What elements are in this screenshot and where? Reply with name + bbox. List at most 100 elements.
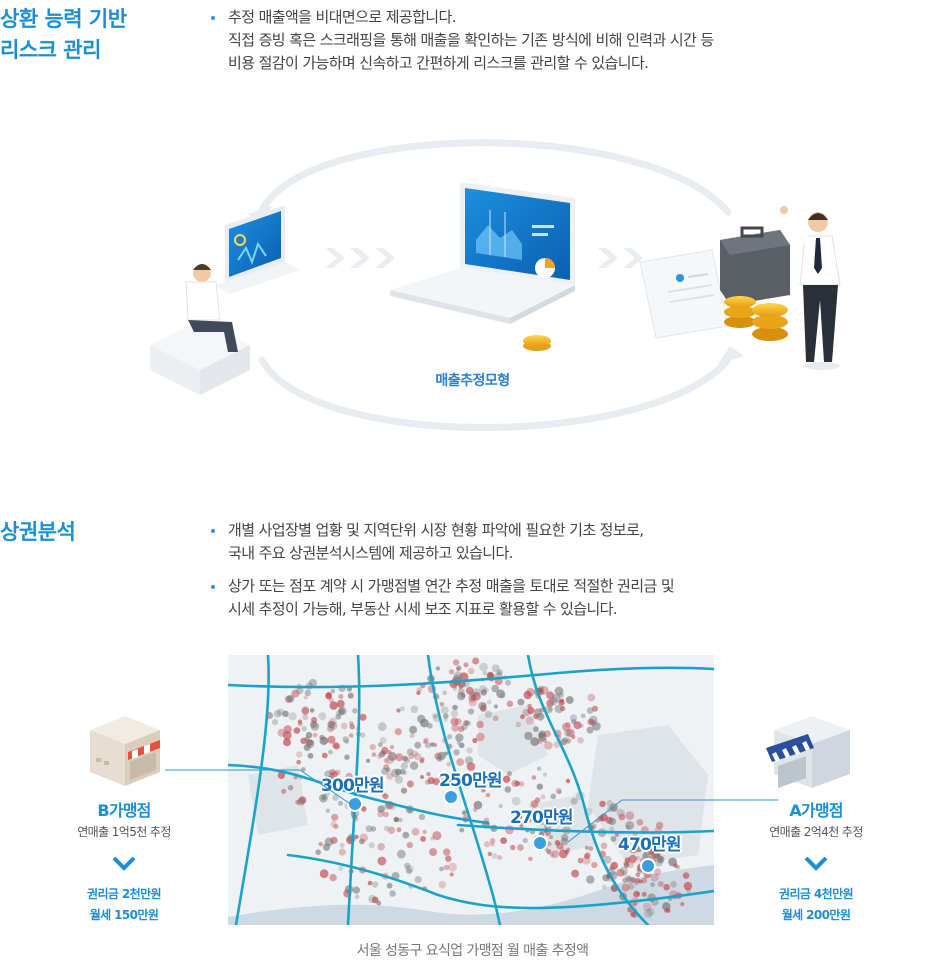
sales-dot bbox=[485, 792, 491, 798]
sales-dot bbox=[476, 732, 485, 742]
trade-area-bullet: 개별 사업장별 업황 및 지역단위 시장 현황 파악에 필요한 기초 정보로, … bbox=[208, 519, 674, 565]
sales-dot bbox=[385, 767, 391, 773]
sales-dot bbox=[528, 856, 533, 862]
sales-dot bbox=[570, 797, 578, 805]
sales-dot bbox=[420, 775, 424, 779]
sales-dot bbox=[387, 752, 397, 761]
sales-dot bbox=[319, 734, 325, 741]
sales-dot bbox=[307, 752, 314, 759]
sales-dot bbox=[330, 688, 335, 694]
sales-dot bbox=[624, 857, 631, 863]
sales-dot bbox=[682, 872, 690, 879]
sales-dot bbox=[467, 708, 475, 715]
sales-dot bbox=[621, 883, 630, 892]
sales-dot bbox=[472, 807, 478, 812]
sales-dot bbox=[565, 778, 571, 784]
sales-dot bbox=[301, 725, 307, 732]
sales-dot bbox=[643, 909, 653, 919]
sales-dot bbox=[571, 719, 577, 725]
risk-bullet: 추정 매출액을 비대면으로 제공합니다. 직접 증빙 혹은 스크래핑을 통해 매… bbox=[208, 6, 714, 75]
sales-dot bbox=[558, 849, 568, 859]
sales-dot bbox=[325, 775, 335, 785]
sales-dot bbox=[333, 824, 339, 830]
sales-dot bbox=[458, 685, 463, 689]
sales-dot bbox=[338, 706, 347, 716]
sales-dot bbox=[330, 820, 337, 828]
sales-dot bbox=[489, 837, 496, 844]
sales-dot bbox=[400, 762, 408, 770]
sales-dot bbox=[653, 851, 661, 858]
sales-dot bbox=[283, 738, 291, 747]
sales-dot bbox=[325, 808, 330, 813]
sales-dot bbox=[638, 879, 643, 884]
sales-dot bbox=[315, 849, 321, 855]
sales-dot bbox=[282, 710, 289, 717]
cycle-arrows bbox=[258, 139, 732, 431]
price-label-270: 270만원 bbox=[510, 808, 574, 828]
sales-dot bbox=[338, 866, 344, 871]
sales-dot bbox=[332, 794, 339, 801]
sales-dot bbox=[456, 740, 461, 745]
sales-dot bbox=[452, 686, 457, 691]
sales-dot bbox=[586, 875, 595, 884]
sales-dot bbox=[340, 722, 348, 730]
price-label-250: 250만원 bbox=[439, 771, 503, 791]
sales-dot bbox=[435, 666, 441, 671]
sales-dot bbox=[628, 883, 635, 890]
sales-dot bbox=[455, 733, 464, 742]
sales-dot bbox=[468, 698, 477, 707]
sales-dot bbox=[663, 883, 670, 891]
sales-dot bbox=[305, 739, 315, 748]
sales-dot bbox=[370, 826, 377, 832]
sales-dot bbox=[510, 844, 516, 851]
sales-dot bbox=[281, 788, 287, 794]
sales-dot bbox=[560, 738, 568, 746]
sales-dot bbox=[625, 821, 635, 830]
sales-dot bbox=[442, 690, 447, 696]
sales-dot bbox=[625, 811, 635, 820]
sales-dot bbox=[302, 714, 309, 721]
sales-dot bbox=[454, 718, 462, 726]
sales-dot bbox=[616, 868, 625, 877]
sales-dot bbox=[584, 845, 589, 850]
sales-dot bbox=[377, 843, 385, 851]
sales-dot bbox=[479, 783, 487, 791]
sales-dot bbox=[366, 758, 371, 763]
sales-dot bbox=[369, 744, 376, 751]
sales-dot bbox=[408, 753, 415, 760]
sales-dot bbox=[546, 699, 554, 707]
sales-dot bbox=[628, 854, 637, 864]
sales-dot bbox=[577, 857, 584, 864]
sales-heat-map: 300만원 250만원 270만원 470만원 bbox=[228, 655, 714, 925]
sales-dot bbox=[487, 851, 492, 857]
sales-dot bbox=[359, 838, 365, 845]
sales-dot bbox=[451, 724, 460, 732]
sales-dot bbox=[287, 784, 294, 791]
sales-dot bbox=[301, 707, 310, 715]
sales-dot bbox=[283, 725, 292, 734]
sales-dot bbox=[478, 702, 487, 710]
flow-chevrons-icon bbox=[598, 248, 643, 268]
sales-dot bbox=[387, 826, 396, 835]
sales-dot bbox=[337, 800, 344, 806]
sales-dot bbox=[377, 786, 384, 793]
sales-dot bbox=[357, 777, 364, 784]
store-b-sales: 연매출 1억5천 추정 bbox=[77, 825, 171, 839]
sales-dot bbox=[635, 846, 642, 853]
sales-dot bbox=[618, 813, 626, 821]
sales-dot bbox=[409, 733, 415, 739]
sales-dot bbox=[584, 853, 590, 860]
sales-dot bbox=[439, 866, 444, 872]
sales-dot bbox=[571, 869, 580, 878]
store-a-card: A가맹점 연매출 2억4천 추정 권리금 4천만원 월세 200만원 bbox=[736, 800, 896, 926]
sales-dot bbox=[288, 712, 297, 721]
sales-dot bbox=[622, 877, 628, 883]
sales-dot bbox=[296, 686, 304, 695]
sales-dot bbox=[631, 834, 640, 843]
sales-dot bbox=[543, 772, 548, 777]
sales-dot bbox=[282, 731, 292, 740]
sales-dot bbox=[540, 794, 546, 800]
sales-dot bbox=[520, 714, 525, 720]
sales-dot bbox=[447, 734, 453, 740]
